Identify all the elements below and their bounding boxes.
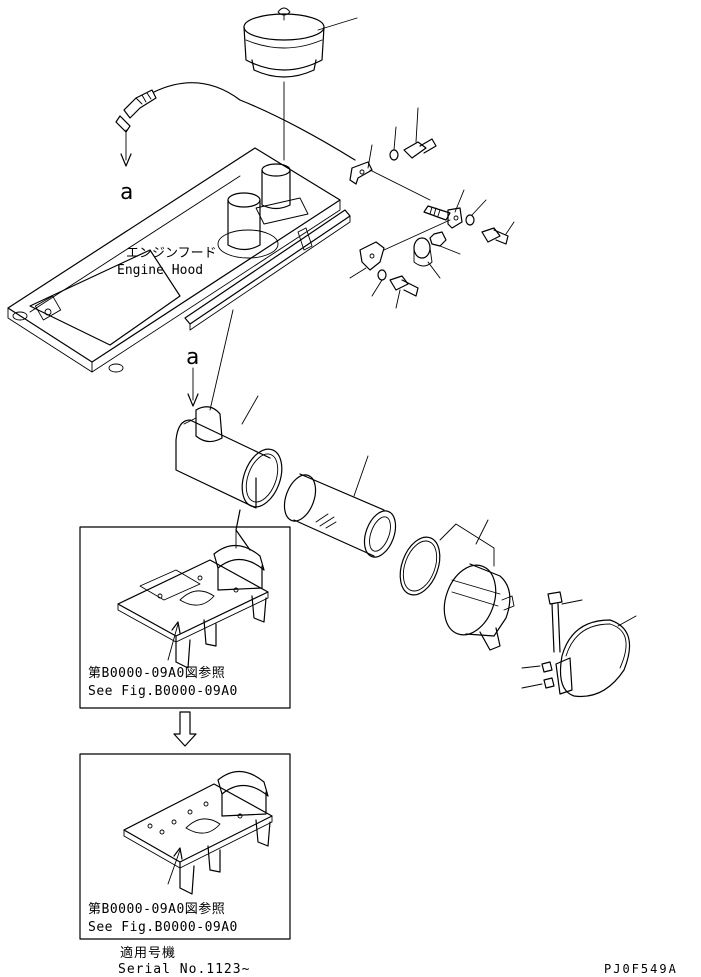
leader-line: [505, 221, 515, 235]
leader-line: [241, 395, 259, 425]
drawing-code: PJ0F549A: [604, 962, 678, 976]
leader-line: [521, 665, 541, 669]
leader-line: [371, 279, 383, 297]
washer-lower: [377, 269, 387, 281]
leader-line: [454, 189, 465, 213]
leader-line: [561, 599, 583, 605]
leader-line: [521, 683, 543, 689]
arrow-head: [173, 847, 183, 860]
serial-number: Serial No.1123~: [118, 962, 250, 977]
bolt-mid: [481, 227, 509, 245]
mounting-bracket-2: [123, 770, 273, 895]
leader-line: [617, 615, 637, 627]
leader-line: [395, 289, 401, 309]
assembly-line: [209, 309, 234, 411]
view-marker-a-bottom: a: [186, 345, 199, 370]
inset-1-ref-en: See Fig.B0000-09A0: [88, 684, 238, 699]
arrow-head: [187, 393, 199, 407]
o-ring: [399, 536, 441, 596]
bracket-upper: [349, 161, 373, 185]
leader-line: [475, 519, 489, 545]
down-arrow: [173, 711, 197, 747]
washer-mid: [465, 214, 475, 226]
hose-connector: [115, 82, 356, 167]
bolt-upper: [403, 138, 437, 159]
bracket-mid: [447, 207, 463, 229]
leader-line: [349, 267, 367, 279]
filter-element: [283, 473, 397, 558]
leader-line: [415, 107, 419, 143]
arrow-head: [171, 621, 181, 634]
assembly-line: [383, 219, 451, 251]
bracket-lower: [359, 241, 385, 271]
leader-line: [471, 199, 487, 216]
pin: [423, 205, 451, 221]
leader-line: [393, 126, 397, 151]
nut: [429, 231, 447, 247]
mounting-bracket-1: [117, 544, 269, 669]
cap-nut: [413, 237, 433, 267]
end-cover: [443, 563, 515, 651]
bolt-lower: [389, 275, 419, 297]
leader-line: [427, 261, 441, 279]
band-clamp: [555, 619, 631, 698]
inset-box-2: [79, 753, 291, 940]
leader-line: [317, 17, 358, 31]
leader-line: [439, 523, 495, 567]
serial-applicable-label: 適用号機: [120, 945, 176, 961]
engine-hood-label-jp: エンジンフード: [126, 246, 217, 261]
air-cleaner-body: [175, 406, 283, 551]
engine-hood-label-en: Engine Hood: [117, 263, 203, 278]
leader-line: [353, 455, 369, 497]
leader-line: [167, 623, 179, 661]
inset-2-ref-en: See Fig.B0000-09A0: [88, 920, 238, 935]
inset-2-ref-jp: 第B0000-09A0図参照: [88, 901, 225, 917]
inset-1-ref-jp: 第B0000-09A0図参照: [88, 665, 225, 681]
inset-box-1: [79, 526, 291, 709]
view-marker-a-top: a: [120, 180, 133, 205]
washer-upper: [389, 149, 399, 161]
engine-hood: [7, 147, 351, 373]
precleaner-cap: [243, 7, 325, 78]
clamp-nuts: [541, 661, 555, 689]
leader-line: [439, 245, 461, 255]
clamp-bolt: [547, 591, 563, 653]
assembly-line: [369, 169, 431, 201]
leader-line: [167, 849, 181, 885]
leader-line: [367, 144, 373, 169]
